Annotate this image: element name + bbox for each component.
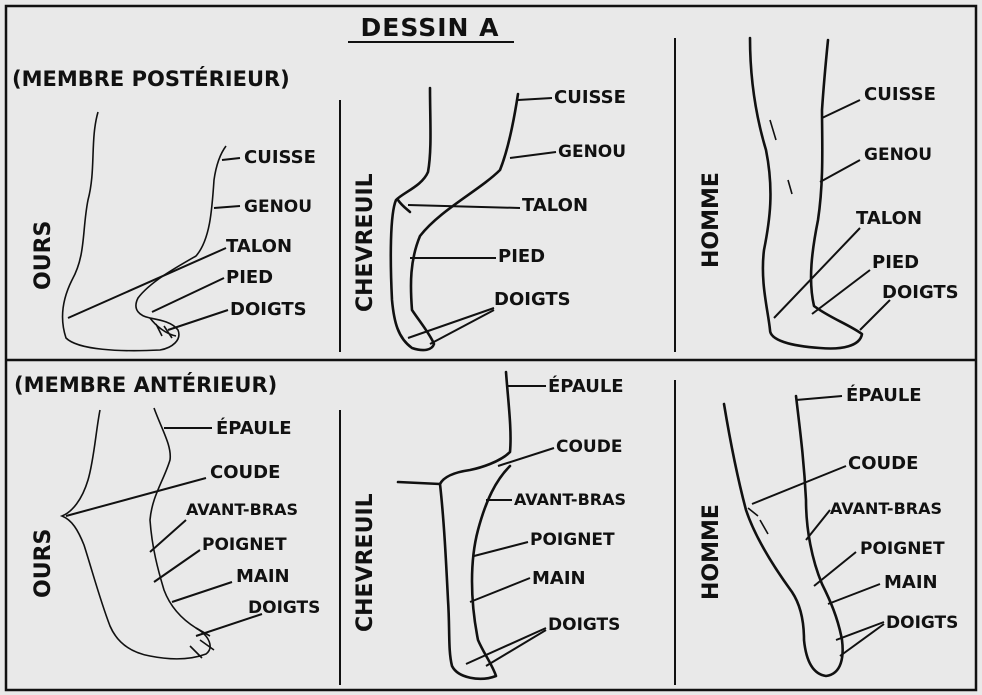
label-bear-cuisse: CUISSE bbox=[244, 147, 316, 168]
posterior-heading: (MEMBRE POSTÉRIEUR) bbox=[12, 66, 290, 91]
label-man-avant-bras: AVANT-BRAS bbox=[830, 499, 942, 518]
name-man-posterior: HOMME bbox=[699, 172, 724, 268]
bear-hind-leg-drawing bbox=[63, 112, 226, 351]
label-bear-doigts: DOIGTS bbox=[230, 299, 307, 320]
anterior-heading: (MEMBRE ANTÉRIEUR) bbox=[14, 372, 277, 397]
label-deer-epaule: ÉPAULE bbox=[548, 375, 624, 397]
label-man-pied: PIED bbox=[872, 252, 919, 273]
deer-hind-leg-drawing bbox=[391, 88, 518, 350]
label-man-genou: GENOU bbox=[864, 145, 932, 165]
label-man-talon: TALON bbox=[856, 208, 922, 229]
label-deer-main: MAIN bbox=[532, 568, 586, 589]
name-deer-anterior: CHEVREUIL bbox=[353, 493, 378, 632]
label-bear-pied: PIED bbox=[226, 267, 273, 288]
label-deer-coude: COUDE bbox=[556, 437, 622, 457]
label-deer-doigts-ant: DOIGTS bbox=[548, 615, 620, 635]
name-deer-posterior: CHEVREUIL bbox=[353, 173, 378, 312]
label-bear-doigts-ant: DOIGTS bbox=[248, 598, 320, 618]
label-deer-pied: PIED bbox=[498, 246, 545, 267]
label-bear-coude: COUDE bbox=[210, 462, 280, 483]
label-deer-genou: GENOU bbox=[558, 142, 626, 162]
diagram-title: DESSIN A bbox=[361, 13, 500, 42]
label-deer-poignet: POIGNET bbox=[530, 530, 615, 550]
man-arm-drawing bbox=[724, 396, 843, 676]
label-bear-poignet: POIGNET bbox=[202, 535, 287, 555]
label-man-cuisse: CUISSE bbox=[864, 84, 936, 105]
label-bear-genou: GENOU bbox=[244, 197, 312, 217]
man-leg-drawing bbox=[750, 38, 862, 348]
name-man-anterior: HOMME bbox=[699, 504, 724, 600]
label-man-doigts-ant: DOIGTS bbox=[886, 613, 958, 633]
deer-foreleg-drawing bbox=[398, 372, 511, 679]
label-man-main: MAIN bbox=[884, 572, 938, 593]
label-deer-talon: TALON bbox=[522, 195, 588, 216]
bear-foreleg-drawing bbox=[62, 408, 214, 659]
name-bear-anterior: OURS bbox=[31, 529, 56, 598]
label-deer-cuisse: CUISSE bbox=[554, 87, 626, 108]
label-bear-main: MAIN bbox=[236, 566, 290, 587]
label-bear-avant-bras: AVANT-BRAS bbox=[186, 500, 298, 519]
label-deer-avant-bras: AVANT-BRAS bbox=[514, 490, 626, 509]
name-bear-posterior: OURS bbox=[31, 221, 56, 290]
label-deer-doigts: DOIGTS bbox=[494, 289, 571, 310]
label-man-poignet: POIGNET bbox=[860, 539, 945, 559]
label-man-epaule: ÉPAULE bbox=[846, 384, 922, 406]
label-bear-epaule: ÉPAULE bbox=[216, 417, 292, 439]
label-man-coude: COUDE bbox=[848, 453, 918, 474]
label-man-doigts: DOIGTS bbox=[882, 282, 959, 303]
label-bear-talon: TALON bbox=[226, 236, 292, 257]
